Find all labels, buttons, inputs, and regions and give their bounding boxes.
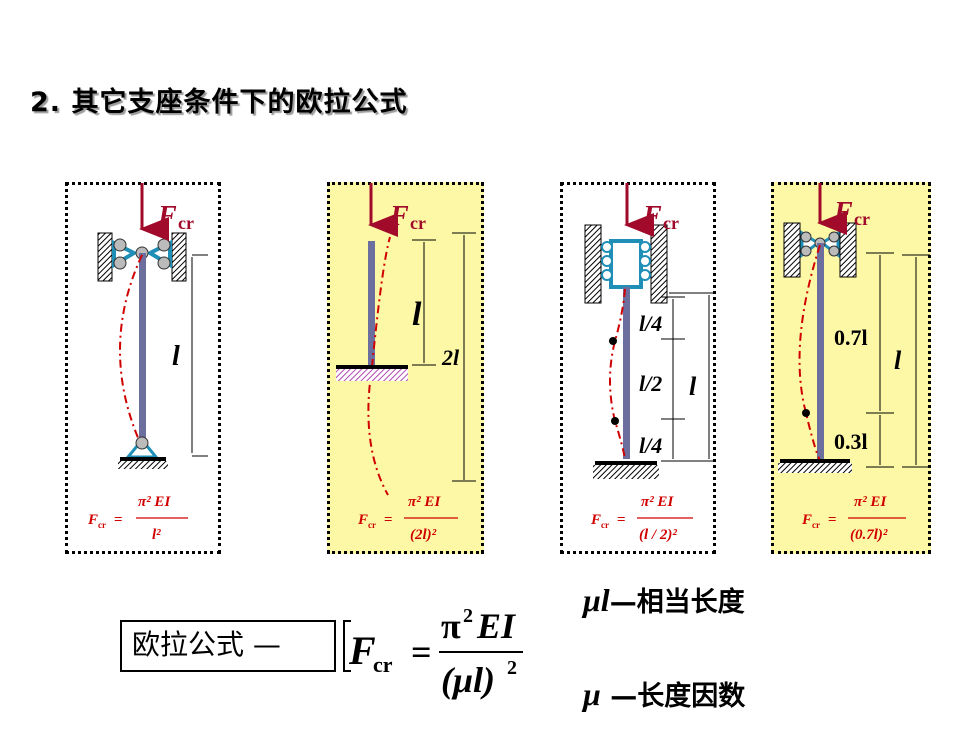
main-formula-denominator: (μl) <box>441 660 495 700</box>
svg-text:=: = <box>114 512 123 528</box>
definition-equivalent-length: μl—相当长度 <box>583 580 745 619</box>
definition-length-factor: μ —长度因数 <box>583 674 745 713</box>
diagram-fixed-free: F cr l 2l F cr = π² EI (2l)² <box>336 183 476 543</box>
symbol-mu: μ <box>583 676 601 712</box>
force-label: F <box>389 201 409 232</box>
diagram-pinned-pinned: F cr l F cr = π² EI l² <box>87 183 208 543</box>
length-label-2l: 2l <box>441 345 460 370</box>
formula-numerator: π² EI <box>408 494 441 510</box>
force-subscript: cr <box>410 213 426 233</box>
force-label: F <box>157 201 177 232</box>
length-label: l <box>172 341 180 372</box>
formula-lhs: F <box>87 512 98 528</box>
definition-text: —相当长度 <box>609 587 745 618</box>
diagram-fixed-pinned: F cr 0.7l l 0.3l F cr = π² EI (0.7l)² <box>778 183 930 543</box>
length-label-l: l <box>894 346 902 375</box>
main-formula-lhs-sub: cr <box>373 652 393 677</box>
svg-text:=: = <box>828 512 837 528</box>
formula-lhs: F <box>357 512 368 528</box>
length-label-total: l <box>689 372 697 401</box>
symbol-mu-l: μl <box>583 582 610 618</box>
main-formula-den-exp: 2 <box>507 657 517 679</box>
diagram-fixed-fixed: F cr l/4 l/2 l l/4 F cr = π² EI (l / 2)² <box>584 183 715 543</box>
panel-pinned-pinned: F cr l F cr = π² EI l² <box>65 182 221 554</box>
main-formula-equals: = <box>411 632 432 672</box>
formula-lhs: F <box>590 512 601 528</box>
formula-numerator: π² EI <box>138 494 171 510</box>
euler-formula-label: 欧拉公式 — <box>120 620 336 672</box>
main-formula-pi-exp: 2 <box>463 605 473 627</box>
length-label-quarter-top: l/4 <box>639 311 662 336</box>
force-label: F <box>642 201 662 232</box>
formula-numerator: π² EI <box>641 494 674 510</box>
formula-denominator: (l / 2)² <box>639 527 677 543</box>
formula-numerator: π² EI <box>854 494 887 510</box>
formula-lhs-sub: cr <box>98 520 106 530</box>
force-subscript: cr <box>854 209 870 229</box>
panel-fixed-free: F cr l 2l F cr = π² EI (2l)² <box>327 182 484 554</box>
panel-fixed-pinned: F cr 0.7l l 0.3l F cr = π² EI (0.7l)² <box>771 182 931 554</box>
length-label-half: l/2 <box>639 371 662 396</box>
length-label-quarter-bottom: l/4 <box>639 433 662 458</box>
euler-formula: F cr = π 2 EI (μl) 2 <box>348 605 523 700</box>
length-label-03l: 0.3l <box>834 429 868 454</box>
main-formula-pi: π <box>441 606 461 646</box>
length-label-07l: 0.7l <box>834 325 868 350</box>
formula-lhs-sub: cr <box>368 520 376 530</box>
length-label-l: l <box>412 296 422 333</box>
force-label: F <box>833 197 853 228</box>
formula-denominator: (0.7l)² <box>850 527 888 543</box>
formula-bracket <box>343 620 351 672</box>
force-subscript: cr <box>663 213 679 233</box>
page-title: 2. 其它支座条件下的欧拉公式 <box>30 87 408 118</box>
definition-text: —长度因数 <box>600 681 746 712</box>
main-formula-ei: EI <box>476 606 517 646</box>
formula-lhs-sub: cr <box>601 520 609 530</box>
svg-text:=: = <box>384 512 393 528</box>
formula-denominator: l² <box>152 527 161 543</box>
main-formula-lhs: F <box>348 628 376 673</box>
svg-text:=: = <box>617 512 626 528</box>
formula-lhs-sub: cr <box>812 520 820 530</box>
panel-fixed-fixed: F cr l/4 l/2 l l/4 F cr = π² EI (l / 2)² <box>560 182 716 554</box>
formula-denominator: (2l)² <box>410 527 437 543</box>
formula-lhs: F <box>801 512 812 528</box>
force-subscript: cr <box>178 213 194 233</box>
